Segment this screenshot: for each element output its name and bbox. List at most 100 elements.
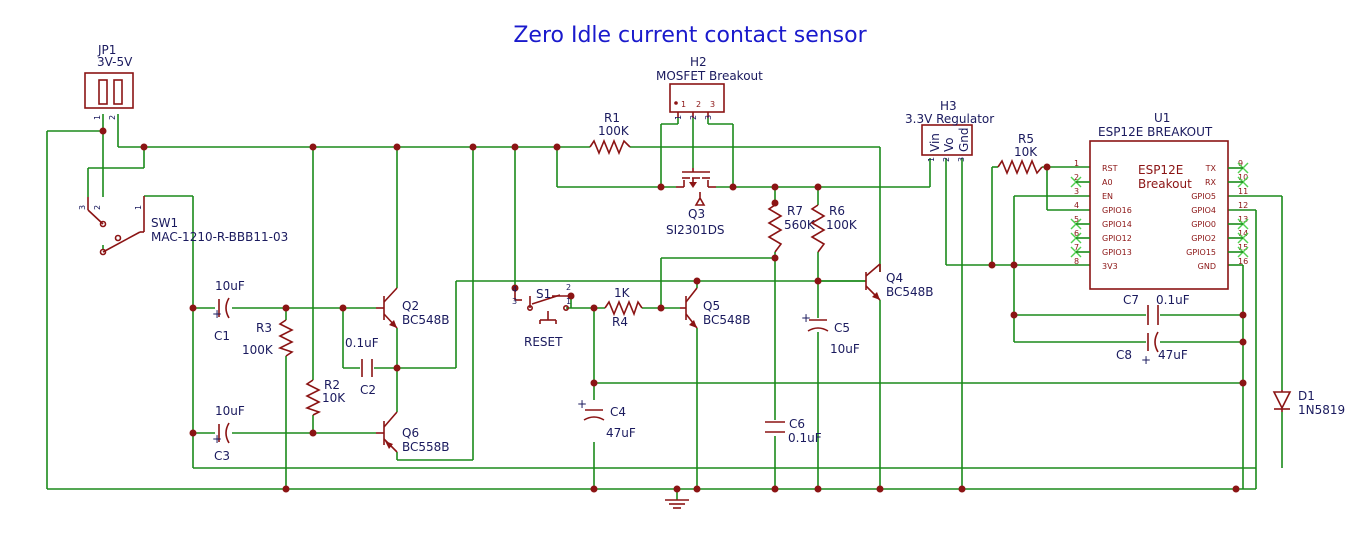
u1-inner-2: Breakout	[1138, 177, 1192, 191]
q6-ref: Q6	[402, 426, 419, 440]
c2-capacitor: 0.1uF C2	[345, 336, 379, 397]
u1-right-pin-number: 12	[1238, 201, 1248, 210]
r7-resistor: R7 560K	[767, 204, 816, 253]
d1-diode: D1 1N5819	[1272, 389, 1345, 417]
q4-transistor: Q4 BC548B	[865, 263, 934, 301]
r4-ref: R4	[612, 315, 628, 329]
jp1-ref: JP1	[97, 43, 116, 57]
r4-resistor: 1K R4	[604, 286, 643, 329]
u1-right-pin-name: GPIO5	[1191, 192, 1216, 201]
c8-capacitor: + C8 47uF	[1116, 331, 1188, 367]
u1-left-pin-name: GPIO12	[1102, 234, 1132, 243]
r2-ref: R2	[324, 378, 340, 392]
c5-ref: C5	[834, 321, 850, 335]
r3-value: 100K	[242, 343, 274, 357]
u1-right-pin-number: 11	[1238, 187, 1248, 196]
r3-ref: R3	[256, 321, 272, 335]
c8-ref: C8	[1116, 348, 1132, 362]
u1-ref: U1	[1154, 111, 1170, 125]
c6-capacitor: C6 0.1uF	[765, 417, 822, 445]
u1-right-pin-name: GND	[1198, 262, 1216, 271]
s1-pin1: 1	[566, 297, 571, 306]
jp1-pin1: 1	[93, 115, 102, 120]
u1-left-pin-number: 8	[1074, 257, 1079, 266]
ground-icon	[665, 499, 689, 509]
c1-ref: C1	[214, 329, 230, 343]
u1-right-pin-number: 10	[1238, 173, 1248, 182]
r5-ref: R5	[1018, 132, 1034, 146]
u1-left-pin-number: 5	[1074, 215, 1079, 224]
h3-regulator: H3 3.3V Regulator Vin Vo Gnd 1 2 3	[905, 99, 994, 162]
q2-value: BC548B	[402, 313, 450, 327]
u1-left-pin-number: 2	[1074, 173, 1079, 182]
u1-right-pin-number: 14	[1238, 229, 1248, 238]
q3-value: SI2301DS	[666, 223, 725, 237]
u1-inner-1: ESP12E	[1138, 163, 1183, 177]
q5-value: BC548B	[703, 313, 751, 327]
u1-left-pin-number: 4	[1074, 201, 1079, 210]
sw1-pin1: 1	[134, 205, 143, 210]
s1-pin4: 4	[512, 285, 517, 294]
r7-value: 560K	[784, 218, 816, 232]
q3-ref: Q3	[688, 207, 705, 221]
u1-left-pin-name: A0	[1102, 178, 1113, 187]
u1-left-pin-name: GPIO16	[1102, 206, 1132, 215]
h2-mosfet-breakout: H2 MOSFET Breakout 1 2 3 1 2 3	[656, 55, 763, 120]
c4-ref: C4	[610, 405, 626, 419]
c7-value: 0.1uF	[1156, 293, 1190, 307]
c7-capacitor: C7 0.1uF	[1123, 293, 1190, 325]
r1-value: 100K	[598, 124, 630, 138]
c3-ref: C3	[214, 449, 230, 463]
svg-text:2: 2	[689, 115, 698, 120]
c6-ref: C6	[789, 417, 805, 431]
c4-value: 47uF	[606, 426, 636, 440]
jp1-header: JP1 3V-5V 1 2	[84, 43, 134, 120]
s1-pin2: 2	[566, 283, 571, 292]
r6-ref: R6	[829, 204, 845, 218]
wires	[46, 114, 1283, 500]
sw1-value: MAC-1210-R-BBB11-03	[151, 230, 288, 244]
r3-resistor: R3 100K	[242, 319, 294, 357]
h3-pin-vo: Vo	[942, 137, 956, 152]
q5-ref: Q5	[703, 299, 720, 313]
c6-value: 0.1uF	[788, 431, 822, 445]
svg-text:+: +	[801, 311, 811, 325]
r7-ref: R7	[787, 204, 803, 218]
c5-value: 10uF	[830, 342, 860, 356]
u1-right-pin-name: RX	[1205, 178, 1217, 187]
q2-ref: Q2	[402, 299, 419, 313]
jp1-value: 3V-5V	[97, 55, 133, 69]
junctions	[99, 127, 1247, 493]
sw1-ref: SW1	[151, 216, 178, 230]
q2-transistor: Q2 BC548B	[376, 287, 450, 329]
c1-capacitor: + 10uF C1	[212, 279, 245, 343]
u1-value: ESP12E BREAKOUT	[1098, 125, 1213, 139]
h3-value: 3.3V Regulator	[905, 112, 994, 126]
c3-value: 10uF	[215, 404, 245, 418]
r4-value: 1K	[614, 286, 631, 300]
u1-right-pin-name: GPIO15	[1186, 248, 1216, 257]
q4-value: BC548B	[886, 285, 934, 299]
c8-value: 47uF	[1158, 348, 1188, 362]
c1-value: 10uF	[215, 279, 245, 293]
h3-pin-gnd: Gnd	[957, 127, 971, 152]
r1-resistor: R1 100K	[589, 111, 631, 156]
u1-left-pin-number: 7	[1074, 243, 1079, 252]
c2-ref: C2	[360, 383, 376, 397]
c2-value: 0.1uF	[345, 336, 379, 350]
sw1-switch: 3 2 1 SW1 MAC-1210-R-BBB11-03	[78, 196, 288, 256]
u1-esp12e-module: U1 ESP12E BREAKOUT ESP12E Breakout 1RST2…	[1074, 111, 1248, 290]
r5-value: 10K	[1014, 145, 1038, 159]
svg-text:1: 1	[927, 157, 936, 162]
r2-resistor: R2 10K	[304, 378, 346, 416]
u1-right-pin-number: 15	[1238, 243, 1248, 252]
u1-left-pin-number: 3	[1074, 187, 1079, 196]
h2-pin3: 3	[710, 100, 715, 109]
svg-text:+: +	[577, 397, 587, 411]
no-connect-markers	[1070, 162, 1249, 258]
r1-ref: R1	[604, 111, 620, 125]
u1-right-pin-number: 16	[1238, 257, 1248, 266]
h2-pin2: 2	[696, 100, 701, 109]
d1-value: 1N5819	[1298, 403, 1345, 417]
